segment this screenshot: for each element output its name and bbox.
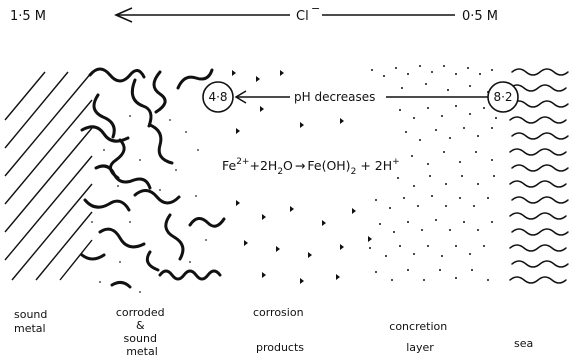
chloride-left-value: 1·5 M: [10, 9, 46, 24]
label-sea: sea: [514, 337, 533, 350]
reaction-arrow: →: [295, 158, 305, 173]
ph-label: pH decreases: [294, 90, 375, 104]
label-concretion-layer: concretion layer: [389, 320, 450, 354]
reaction-plus-h: + 2H: [360, 158, 392, 173]
reaction-product: Fe(OH): [307, 158, 350, 173]
label-corrosion-products: corrosion products: [253, 306, 307, 354]
chloride-right-value: 0·5 M: [462, 9, 498, 24]
reaction-fe: Fe: [222, 158, 237, 173]
reaction-product-sub: 2: [351, 167, 357, 177]
chloride-ion-charge: −: [311, 2, 320, 15]
reaction-h-charge: +: [392, 157, 400, 167]
chloride-ion-label: Cl: [296, 9, 309, 24]
ph-left-value: 4·8: [208, 90, 227, 104]
reaction-water-o: O: [283, 158, 293, 173]
reaction-fe-charge: 2+: [236, 157, 249, 167]
ph-right-value: 8·2: [493, 90, 512, 104]
sound-metal-hatch: [5, 72, 92, 280]
corroded-metal-squiggles: [82, 69, 224, 287]
sea-waves: [510, 69, 568, 283]
label-sound-metal: sound metal: [14, 308, 51, 335]
zone-labels: sound metal corroded & sound metal corro…: [14, 306, 533, 358]
reaction-water: +2H: [249, 158, 277, 173]
chloride-gradient: 1·5 M Cl − 0·5 M: [10, 2, 498, 24]
label-corroded-sound-metal: corroded & sound metal: [116, 306, 168, 358]
